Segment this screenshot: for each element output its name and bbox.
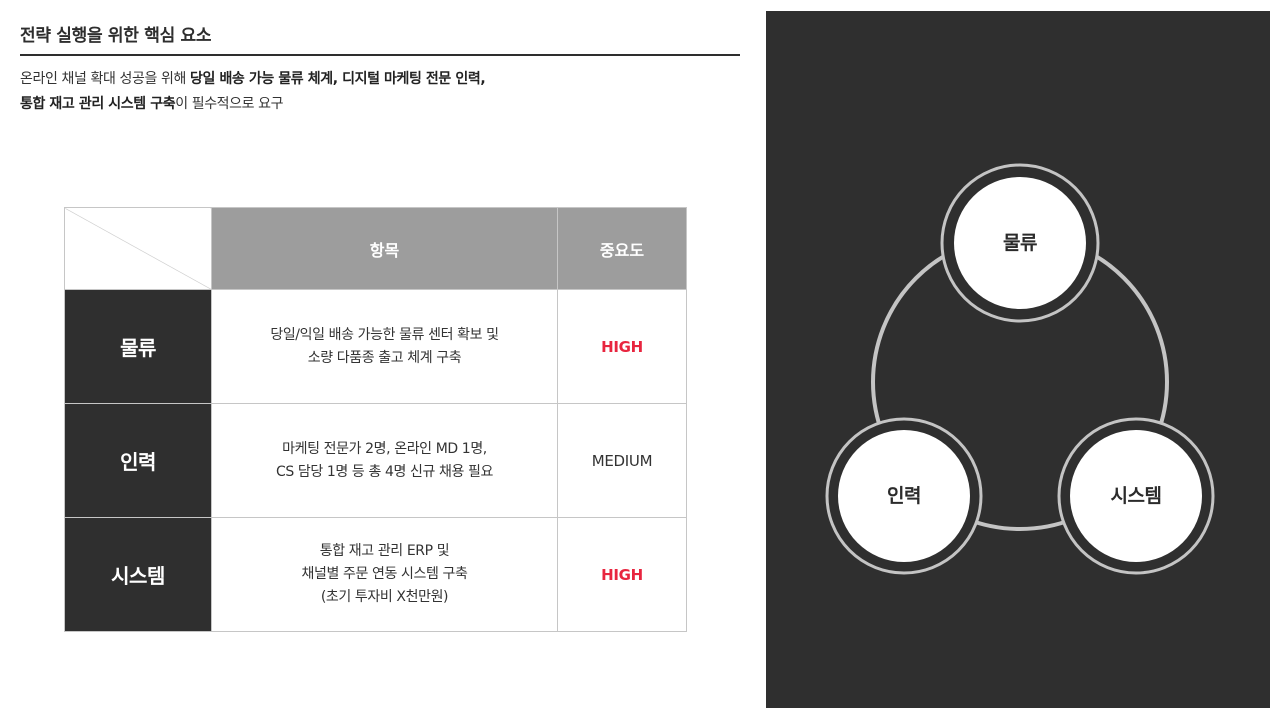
node-label-system: 시스템 <box>1110 485 1162 507</box>
requirements-table: 항목 중요도 물류 당일/익일 배송 가능한 물류 센터 확보 및 소량 다품종… <box>64 207 687 632</box>
subtitle-text-1: 온라인 채널 확대 성공을 위해 <box>20 71 191 87</box>
page-title: 전략 실행을 위한 핵심 요소 <box>20 26 212 46</box>
table-row: 시스템 통합 재고 관리 ERP 및 채널별 주문 연동 시스템 구축 (초기 … <box>64 517 687 632</box>
table-row: 인력 마케팅 전문가 2명, 온라인 MD 1명, CS 담당 1명 등 총 4… <box>64 403 687 518</box>
node-label-staffing: 인력 <box>887 485 921 507</box>
description-line: 소량 다품종 출고 체계 구축 <box>307 349 462 366</box>
importance-badge-medium: MEDIUM <box>591 451 653 470</box>
row-importance: MEDIUM <box>557 403 687 518</box>
diagram-panel: 물류 인력 시스템 <box>766 11 1270 708</box>
row-description: 마케팅 전문가 2명, 온라인 MD 1명, CS 담당 1명 등 총 4명 신… <box>211 403 558 518</box>
row-importance: HIGH <box>557 289 687 404</box>
node-label-logistics: 물류 <box>1003 232 1037 254</box>
row-category-logistics: 물류 <box>64 289 212 404</box>
row-category-staffing: 인력 <box>64 403 212 518</box>
subtitle-bold-1: 당일 배송 가능 물류 체계, 디지털 마케팅 전문 인력, <box>190 71 486 87</box>
cycle-diagram <box>825 163 1215 575</box>
row-category-system: 시스템 <box>64 517 212 632</box>
title-divider <box>20 54 740 56</box>
importance-badge-high: HIGH <box>601 337 643 356</box>
table-header-row: 항목 중요도 <box>64 207 687 290</box>
description-line: CS 담당 1명 등 총 4명 신규 채용 필요 <box>275 463 494 480</box>
column-header-item: 항목 <box>211 207 558 290</box>
importance-badge-high: HIGH <box>601 565 643 584</box>
node-staffing <box>825 417 983 575</box>
row-description: 당일/익일 배송 가능한 물류 센터 확보 및 소량 다품종 출고 체계 구축 <box>211 289 558 404</box>
row-importance: HIGH <box>557 517 687 632</box>
node-logistics <box>940 163 1100 323</box>
description-line: 당일/익일 배송 가능한 물류 센터 확보 및 <box>270 326 499 343</box>
description-line: 채널별 주문 연동 시스템 구축 <box>301 566 468 582</box>
table-row: 물류 당일/익일 배송 가능한 물류 센터 확보 및 소량 다품종 출고 체계 … <box>64 289 687 404</box>
description-line: 통합 재고 관리 ERP 및 <box>319 543 450 559</box>
page-subtitle: 온라인 채널 확대 성공을 위해 당일 배송 가능 물류 체계, 디지털 마케팅… <box>20 67 740 117</box>
table-corner-cell <box>64 207 212 290</box>
subtitle-bold-2: 통합 재고 관리 시스템 구축 <box>20 96 176 112</box>
node-system <box>1057 417 1215 575</box>
column-header-importance: 중요도 <box>557 207 687 290</box>
description-line: (초기 투자비 X천만원) <box>320 589 449 605</box>
subtitle-text-2: 이 필수적으로 요구 <box>175 96 284 112</box>
row-description: 통합 재고 관리 ERP 및 채널별 주문 연동 시스템 구축 (초기 투자비 … <box>211 517 558 632</box>
description-line: 마케팅 전문가 2명, 온라인 MD 1명, <box>282 440 487 457</box>
